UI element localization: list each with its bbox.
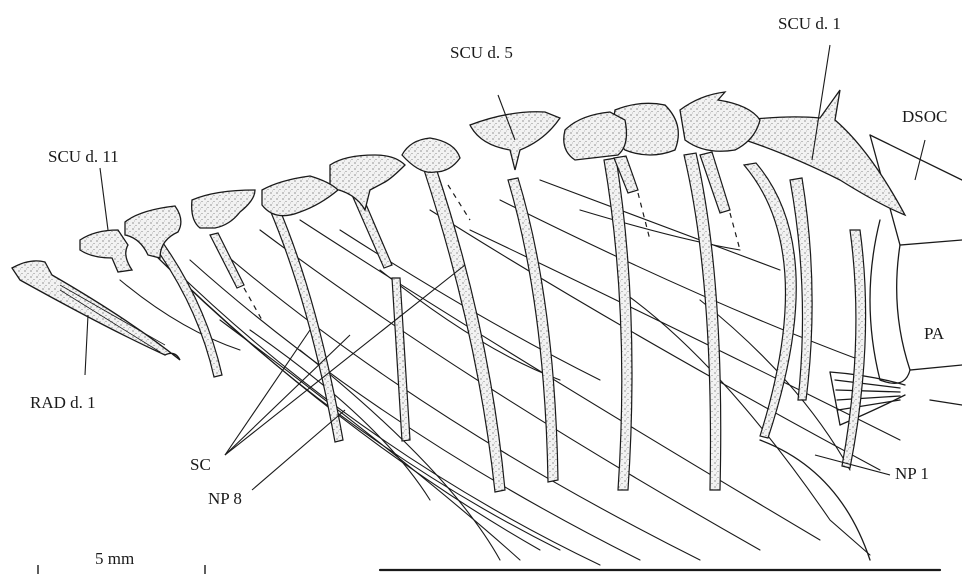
rad-d1-element [12, 261, 180, 360]
label-sc: SC [190, 456, 211, 473]
scute-d6 [402, 138, 460, 172]
scute-d9 [192, 190, 255, 228]
scale-label: 5 mm [95, 550, 134, 567]
label-dsoc: DSOC [902, 108, 947, 125]
label-np1: NP 1 [895, 465, 929, 482]
scute-d4 [564, 112, 627, 160]
label-scu-d11: SCU d. 11 [48, 148, 119, 165]
scute-d8 [262, 176, 338, 216]
label-scu-d5: SCU d. 5 [450, 44, 513, 61]
scute-d10 [125, 206, 181, 258]
label-pa: PA [924, 325, 944, 342]
label-rad-d1: RAD d. 1 [30, 394, 96, 411]
label-scu-d1: SCU d. 1 [778, 15, 841, 32]
scute-d7 [330, 155, 405, 210]
pectoral-fin-rays [830, 372, 905, 425]
scute-d2 [680, 92, 760, 151]
dashed-guides [244, 185, 740, 320]
leader-lines [85, 45, 925, 490]
pterygiophore-rods [150, 152, 866, 492]
scute-d5 [470, 112, 560, 170]
label-np8: NP 8 [208, 490, 242, 507]
scute-d11 [80, 230, 132, 272]
